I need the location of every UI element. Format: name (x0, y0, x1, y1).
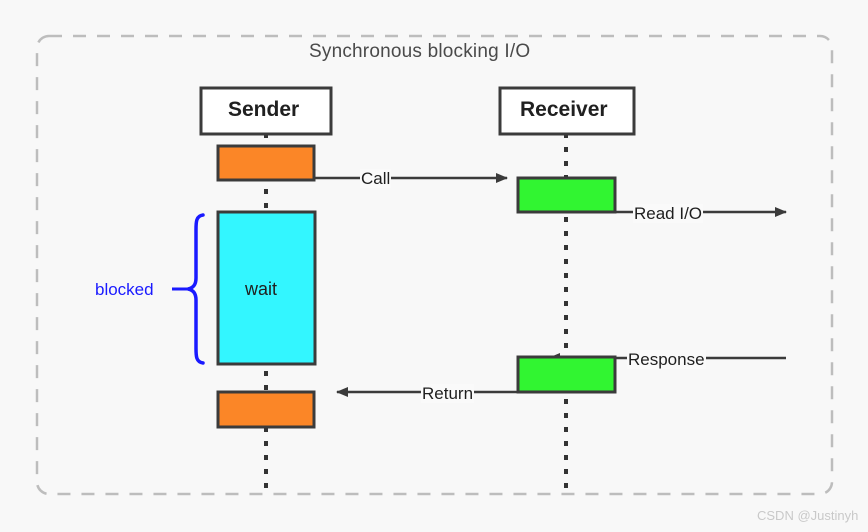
message-label-response: Response (627, 350, 706, 369)
activation-sender-wait (216, 210, 317, 366)
frame-border (35, 34, 834, 496)
message-label-call: Call (360, 169, 392, 188)
page-title: Synchronous blocking I/O (309, 41, 531, 62)
blocked-label: blocked (95, 280, 154, 299)
activation-receiver-read (516, 176, 617, 214)
actor-label-sender: Sender (228, 98, 300, 121)
message-label-read-io: Read I/O (633, 204, 704, 223)
activation-receiver-response (516, 355, 617, 394)
actor-box-receiver (498, 86, 636, 136)
message-label-return: Return (421, 384, 475, 403)
actor-label-receiver: Receiver (520, 98, 608, 121)
activation-label-wait: wait (245, 279, 278, 299)
activation-sender-return (216, 390, 316, 429)
actor-box-sender (199, 86, 333, 136)
activation-sender-call (216, 144, 316, 182)
blocked-brace (187, 213, 205, 365)
watermark: CSDN @Justinyh (757, 508, 859, 523)
